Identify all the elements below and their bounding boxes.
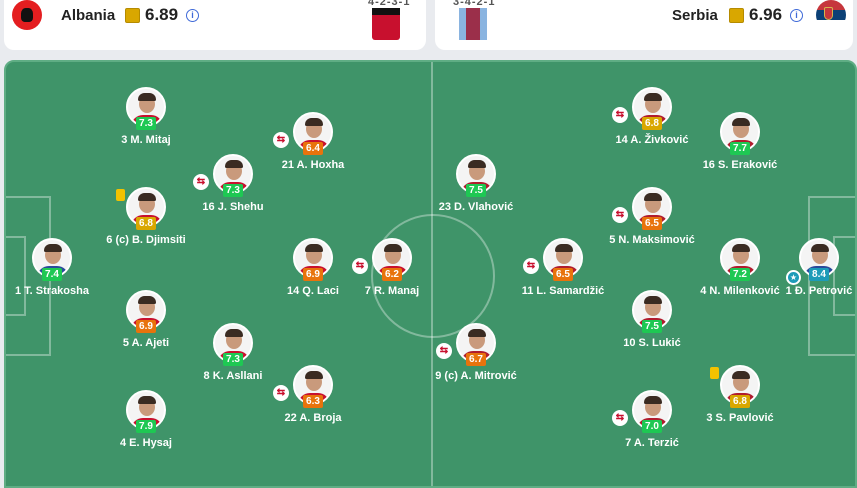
- player-rating: 6.2: [382, 268, 402, 281]
- home-rating-icon: [125, 8, 140, 23]
- player-name: 16 J. Shehu: [202, 201, 264, 213]
- player-name: 3 S. Pavlović: [706, 412, 774, 424]
- away-team-card[interactable]: 3-4-2-1 Serbia 6.96 i: [435, 0, 853, 50]
- substitution-icon: ⇆: [612, 410, 628, 426]
- player-name: 5 A. Ajeti: [122, 337, 170, 349]
- home-kit-icon: [372, 8, 400, 40]
- player-petrovic[interactable]: 8.4 1 Đ. Petrović★: [764, 238, 857, 312]
- player-rating: 6.9: [303, 268, 323, 281]
- substitution-icon: ⇆: [273, 132, 289, 148]
- player-name: 21 A. Hoxha: [281, 159, 345, 171]
- player-rating: 7.5: [642, 320, 662, 333]
- player-name: 16 S. Eraković: [702, 159, 778, 171]
- player-name: 5 N. Maksimović: [609, 234, 695, 246]
- substitution-icon: ⇆: [273, 385, 289, 401]
- player-djimsiti[interactable]: 6.8 6 (c) B. Djimsiti: [91, 187, 201, 261]
- player-rating: 6.5: [642, 217, 662, 230]
- player-name: 22 A. Broja: [284, 412, 342, 424]
- player-rating: 7.9: [136, 420, 156, 433]
- player-of-the-match-icon: ★: [786, 270, 801, 285]
- player-shehu[interactable]: 7.3 16 J. Shehu ⇆: [178, 154, 288, 228]
- player-name: 3 M. Mitaj: [121, 134, 171, 146]
- home-formation: 4-2-3-1: [368, 0, 411, 8]
- player-rating: 8.4: [809, 268, 829, 281]
- home-info-icon[interactable]: i: [186, 9, 199, 22]
- player-maksimovic[interactable]: 6.5 5 N. Maksimović ⇆: [597, 187, 707, 261]
- away-team-rating: 6.96: [749, 5, 783, 24]
- player-name: 9 (c) A. Mitrović: [435, 370, 517, 382]
- player-rating: 7.3: [136, 117, 156, 130]
- player-strakosha[interactable]: 7.4 1 T. Strakosha: [0, 238, 107, 312]
- yellow-card-icon: [710, 367, 719, 379]
- away-goal-box: [833, 236, 855, 316]
- player-name: 10 S. Lukić: [623, 337, 681, 349]
- player-vlahovic[interactable]: 7.5 23 D. Vlahović: [421, 154, 531, 228]
- away-rating-icon: [729, 8, 744, 23]
- home-team-card[interactable]: Albania 6.89 i 4-2-3-1: [4, 0, 426, 50]
- player-samardzic[interactable]: 6.5 11 L. Samardžić ⇆: [508, 238, 618, 312]
- substitution-icon: ⇆: [612, 107, 628, 123]
- substitution-icon: ⇆: [612, 207, 628, 223]
- player-rating: 7.5: [466, 184, 486, 197]
- player-pavlovic[interactable]: 6.8 3 S. Pavlović: [685, 365, 795, 439]
- player-erakovic[interactable]: 7.7 16 S. Eraković: [685, 112, 795, 186]
- player-name: 23 D. Vlahović: [438, 201, 514, 213]
- player-rating: 6.8: [730, 395, 750, 408]
- substitution-icon: ⇆: [523, 258, 539, 274]
- player-milenkovic[interactable]: 7.2 4 N. Milenković: [685, 238, 795, 312]
- player-name: 1 T. Strakosha: [15, 285, 89, 297]
- player-rating: 7.4: [42, 268, 62, 281]
- substitution-icon: ⇆: [352, 258, 368, 274]
- player-rating: 6.7: [466, 353, 486, 366]
- player-name: 6 (c) B. Djimsiti: [106, 234, 186, 246]
- home-team-name[interactable]: Albania: [61, 7, 116, 24]
- player-rating: 6.8: [136, 217, 156, 230]
- player-broja[interactable]: 6.3 22 A. Broja ⇆: [258, 365, 368, 439]
- player-mitaj[interactable]: 7.3 3 M. Mitaj: [91, 87, 201, 161]
- player-rating: 7.2: [730, 268, 750, 281]
- player-name: 14 A. Živković: [615, 134, 689, 146]
- albania-flag-icon: [12, 0, 42, 30]
- substitution-icon: ⇆: [193, 174, 209, 190]
- player-hysaj[interactable]: 7.9 4 E. Hysaj: [91, 390, 201, 464]
- player-rating: 6.4: [303, 142, 323, 155]
- player-name: 7 R. Manaj: [364, 285, 420, 297]
- yellow-card-icon: [116, 189, 125, 201]
- player-manaj[interactable]: 6.2 7 R. Manaj ⇆: [337, 238, 447, 312]
- player-name: 1 Đ. Petrović: [785, 285, 853, 297]
- home-team-rating: 6.89: [145, 5, 179, 24]
- player-name: 4 N. Milenković: [700, 285, 780, 297]
- player-lukic[interactable]: 7.5 10 S. Lukić: [597, 290, 707, 364]
- away-kit-icon: [459, 8, 487, 40]
- player-rating: 6.3: [303, 395, 323, 408]
- away-info-icon[interactable]: i: [790, 9, 803, 22]
- substitution-icon: ⇆: [436, 343, 452, 359]
- player-hoxha[interactable]: 6.4 21 A. Hoxha ⇆: [258, 112, 368, 186]
- player-name: 14 Q. Laci: [287, 285, 339, 297]
- player-rating: 6.5: [553, 268, 573, 281]
- player-terzic[interactable]: 7.0 7 A. Terzić ⇆: [597, 390, 707, 464]
- player-ajeti[interactable]: 6.9 5 A. Ajeti: [91, 290, 201, 364]
- player-rating: 7.0: [642, 420, 662, 433]
- player-name: 11 L. Samardžić: [521, 285, 605, 297]
- center-circle: [371, 214, 495, 338]
- player-name: 7 A. Terzić: [625, 437, 679, 449]
- serbia-flag-icon: [816, 0, 846, 30]
- player-name: 8 K. Asllani: [203, 370, 263, 382]
- player-rating: 7.3: [223, 353, 243, 366]
- player-mitrovic[interactable]: 6.7 9 (c) A. Mitrović ⇆: [421, 323, 531, 397]
- player-rating: 6.9: [136, 320, 156, 333]
- player-rating: 7.3: [223, 184, 243, 197]
- player-name: 4 E. Hysaj: [120, 437, 172, 449]
- player-asllani[interactable]: 7.3 8 K. Asllani: [178, 323, 288, 397]
- player-rating: 7.7: [730, 142, 750, 155]
- player-zivkovic[interactable]: 6.8 14 A. Živković ⇆: [597, 87, 707, 161]
- player-rating: 6.8: [642, 117, 662, 130]
- player-laci[interactable]: 6.9 14 Q. Laci: [258, 238, 368, 312]
- away-formation: 3-4-2-1: [453, 0, 496, 8]
- away-team-name[interactable]: Serbia: [672, 7, 718, 24]
- home-goal-box: [6, 236, 26, 316]
